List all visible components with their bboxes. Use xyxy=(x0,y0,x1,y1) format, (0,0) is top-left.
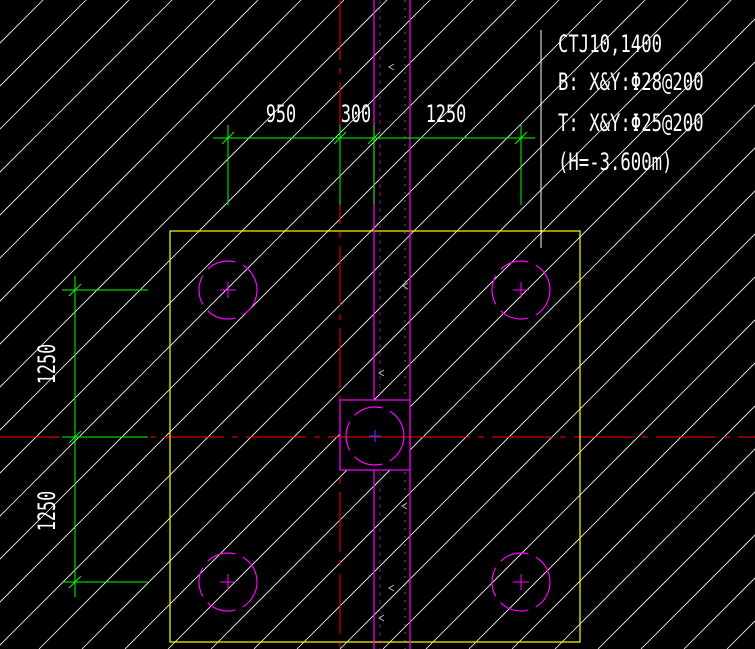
wall-markers xyxy=(378,63,409,622)
hatch-line xyxy=(0,0,259,259)
hatch-line xyxy=(253,147,755,649)
hatch-line xyxy=(339,233,755,649)
hatch-line xyxy=(468,362,755,649)
hatch-line xyxy=(0,0,44,44)
pile-top-right[interactable] xyxy=(491,260,551,320)
vertical-dimension-chain xyxy=(62,276,148,597)
hatch-line xyxy=(167,61,755,649)
dim-text-300: 300 xyxy=(341,100,371,128)
dim-text-1250-horizontal: 1250 xyxy=(426,100,466,128)
hatch-line xyxy=(0,0,560,560)
hatch-line xyxy=(296,190,755,649)
hatch-line xyxy=(0,0,388,388)
pile-top-left[interactable] xyxy=(198,260,258,320)
hatch-line xyxy=(0,0,216,216)
hatch-line xyxy=(81,0,732,649)
annotation-elevation: (H=-3.600m) xyxy=(558,148,672,176)
pile-bottom-left[interactable] xyxy=(198,552,258,612)
hatch-line xyxy=(640,534,755,649)
hatch-line xyxy=(0,0,431,431)
hatch-line xyxy=(0,0,302,302)
hatch-line xyxy=(425,319,755,649)
hatch-line xyxy=(0,0,517,517)
pile-center[interactable] xyxy=(345,406,405,466)
wall-strip[interactable] xyxy=(373,0,411,649)
hatch-line xyxy=(210,104,755,649)
pile-cap-outline[interactable] xyxy=(169,230,581,643)
hatch-line xyxy=(382,276,755,649)
hatch-line xyxy=(0,0,345,345)
annotation-bottom-rebar: B: X&Y:Φ28@200 xyxy=(558,68,704,96)
hatch-line xyxy=(38,0,689,649)
hatch-line xyxy=(0,0,603,603)
hatch-line xyxy=(511,405,755,649)
dim-text-950: 950 xyxy=(266,100,296,128)
hatch-line xyxy=(0,0,130,130)
hatch-line xyxy=(0,0,474,474)
dim-text-1250-lower: 1250 xyxy=(33,491,61,531)
horizontal-dimension-chain xyxy=(213,125,535,205)
hatch-line xyxy=(0,0,173,173)
dim-text-1250-upper: 1250 xyxy=(33,344,61,384)
annotation-top-rebar: T: X&Y:Φ25@200 xyxy=(558,109,704,137)
hatch-line xyxy=(124,18,755,649)
hatch-line xyxy=(0,0,87,87)
pile-cap-annotation[interactable]: CTJ10,1400 B: X&Y:Φ28@200 T: X&Y:Φ25@200… xyxy=(558,30,704,176)
hatch-line xyxy=(0,0,646,646)
pile-bottom-right[interactable] xyxy=(491,552,551,612)
annotation-cap-id: CTJ10,1400 xyxy=(558,30,662,58)
hatch-line xyxy=(554,448,755,649)
hatch-line xyxy=(597,491,755,649)
